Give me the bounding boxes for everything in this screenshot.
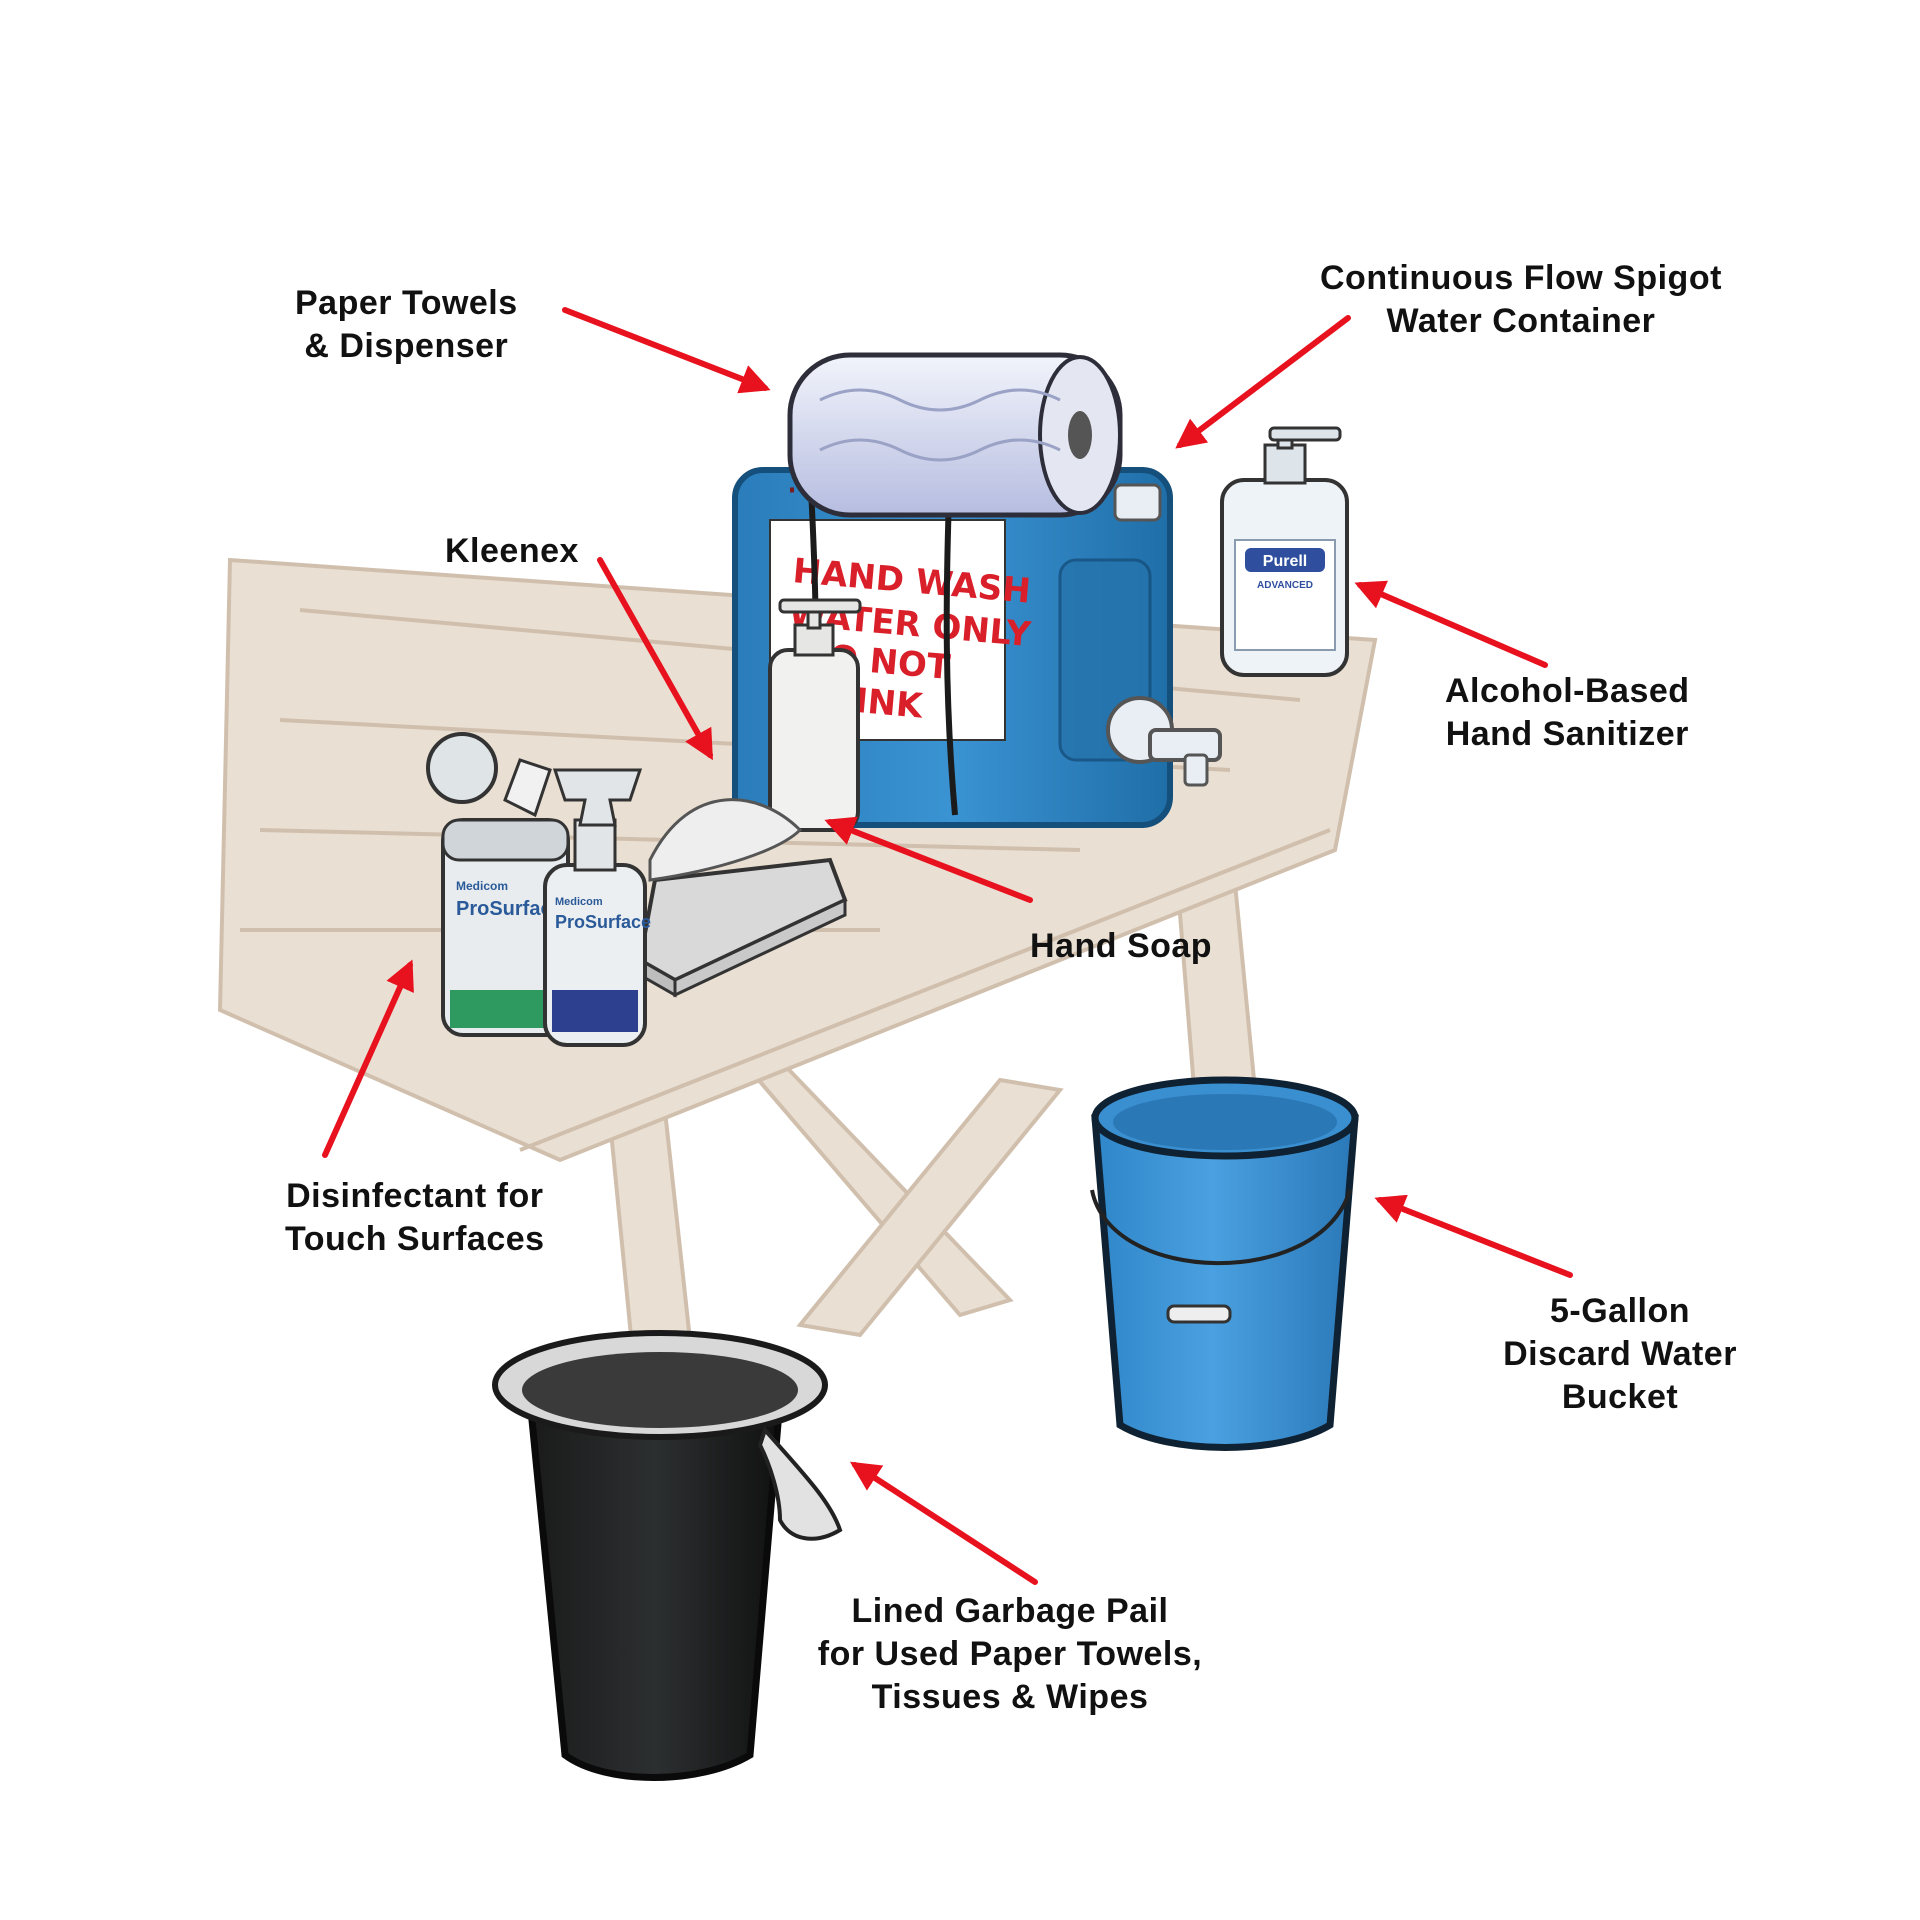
label-bucket: 5-Gallon Discard Water Bucket xyxy=(1490,1290,1750,1419)
arrow-paper-towels xyxy=(562,307,771,394)
arrow-kleenex xyxy=(597,557,713,761)
purell-sub: ADVANCED xyxy=(1257,580,1313,591)
label-garbage-line-3: Tissues & Wipes xyxy=(871,1678,1149,1716)
label-bucket-line-2: Discard Water xyxy=(1503,1335,1737,1373)
label-hand-soap-line-1: Hand Soap xyxy=(1030,927,1213,965)
label-kleenex-line-1: Kleenex xyxy=(445,532,579,570)
label-spigot-line-1: Continuous Flow Spigot xyxy=(1320,259,1722,297)
table-brace-2 xyxy=(796,1077,1064,1338)
label-disinfectant-line-1: Disinfectant for xyxy=(286,1177,544,1215)
garbage-pail xyxy=(492,1330,843,1781)
arrow-sanitizer xyxy=(1354,580,1548,668)
label-kleenex: Kleenex xyxy=(445,530,579,573)
label-sanitizer: Alcohol-Based Hand Sanitizer xyxy=(1445,670,1690,756)
wipes-brand: ProSurface xyxy=(456,898,563,920)
label-hand-soap: Hand Soap xyxy=(1030,925,1212,968)
spigot xyxy=(1106,696,1222,787)
arrow-spigot xyxy=(1175,315,1351,449)
label-paper-towels-line-2: & Dispenser xyxy=(304,327,509,365)
label-paper-towels: Paper Towels & Dispenser xyxy=(295,282,518,368)
label-disinfectant-line-2: Touch Surfaces xyxy=(285,1220,545,1258)
label-sanitizer-line-1: Alcohol-Based xyxy=(1445,672,1690,710)
label-spigot: Continuous Flow Spigot Water Container xyxy=(1320,257,1722,343)
disinfectant-spray: Medicom ProSurface xyxy=(543,768,651,1047)
arrows xyxy=(322,307,1573,1585)
disinfectant-wipes: Medicom ProSurface xyxy=(426,732,570,1037)
label-garbage-line-2: for Used Paper Towels, xyxy=(817,1635,1203,1673)
label-bucket-line-1: 5-Gallon xyxy=(1549,1292,1691,1330)
spray-maker: Medicom xyxy=(555,896,603,908)
paper-towel-roll xyxy=(787,352,1123,518)
label-disinfectant: Disinfectant for Touch Surfaces xyxy=(285,1175,545,1261)
arrow-disinfectant xyxy=(322,959,414,1158)
hand-soap-bottle xyxy=(768,598,862,832)
label-garbage: Lined Garbage Pail for Used Paper Towels… xyxy=(795,1590,1225,1719)
wipes-maker: Medicom xyxy=(456,879,508,893)
label-spigot-line-2: Water Container xyxy=(1386,302,1656,340)
water-container: HAND WASH WATER ONLY DO NOT DRINK xyxy=(732,467,1222,828)
kleenex-box xyxy=(637,798,848,998)
label-garbage-line-1: Lined Garbage Pail xyxy=(851,1592,1169,1630)
label-bucket-line-3: Bucket xyxy=(1561,1378,1679,1416)
purell-sanitizer: Purell ADVANCED xyxy=(1220,426,1349,677)
arrow-hand-soap xyxy=(824,816,1033,903)
label-paper-towels-line-1: Paper Towels xyxy=(295,284,518,322)
five-gallon-bucket xyxy=(1090,1076,1359,1451)
spray-brand: ProSurface xyxy=(555,912,651,932)
arrow-garbage xyxy=(849,1461,1038,1585)
purell-brand: Purell xyxy=(1263,553,1307,570)
label-sanitizer-line-2: Hand Sanitizer xyxy=(1445,715,1689,753)
arrow-bucket xyxy=(1374,1194,1573,1278)
